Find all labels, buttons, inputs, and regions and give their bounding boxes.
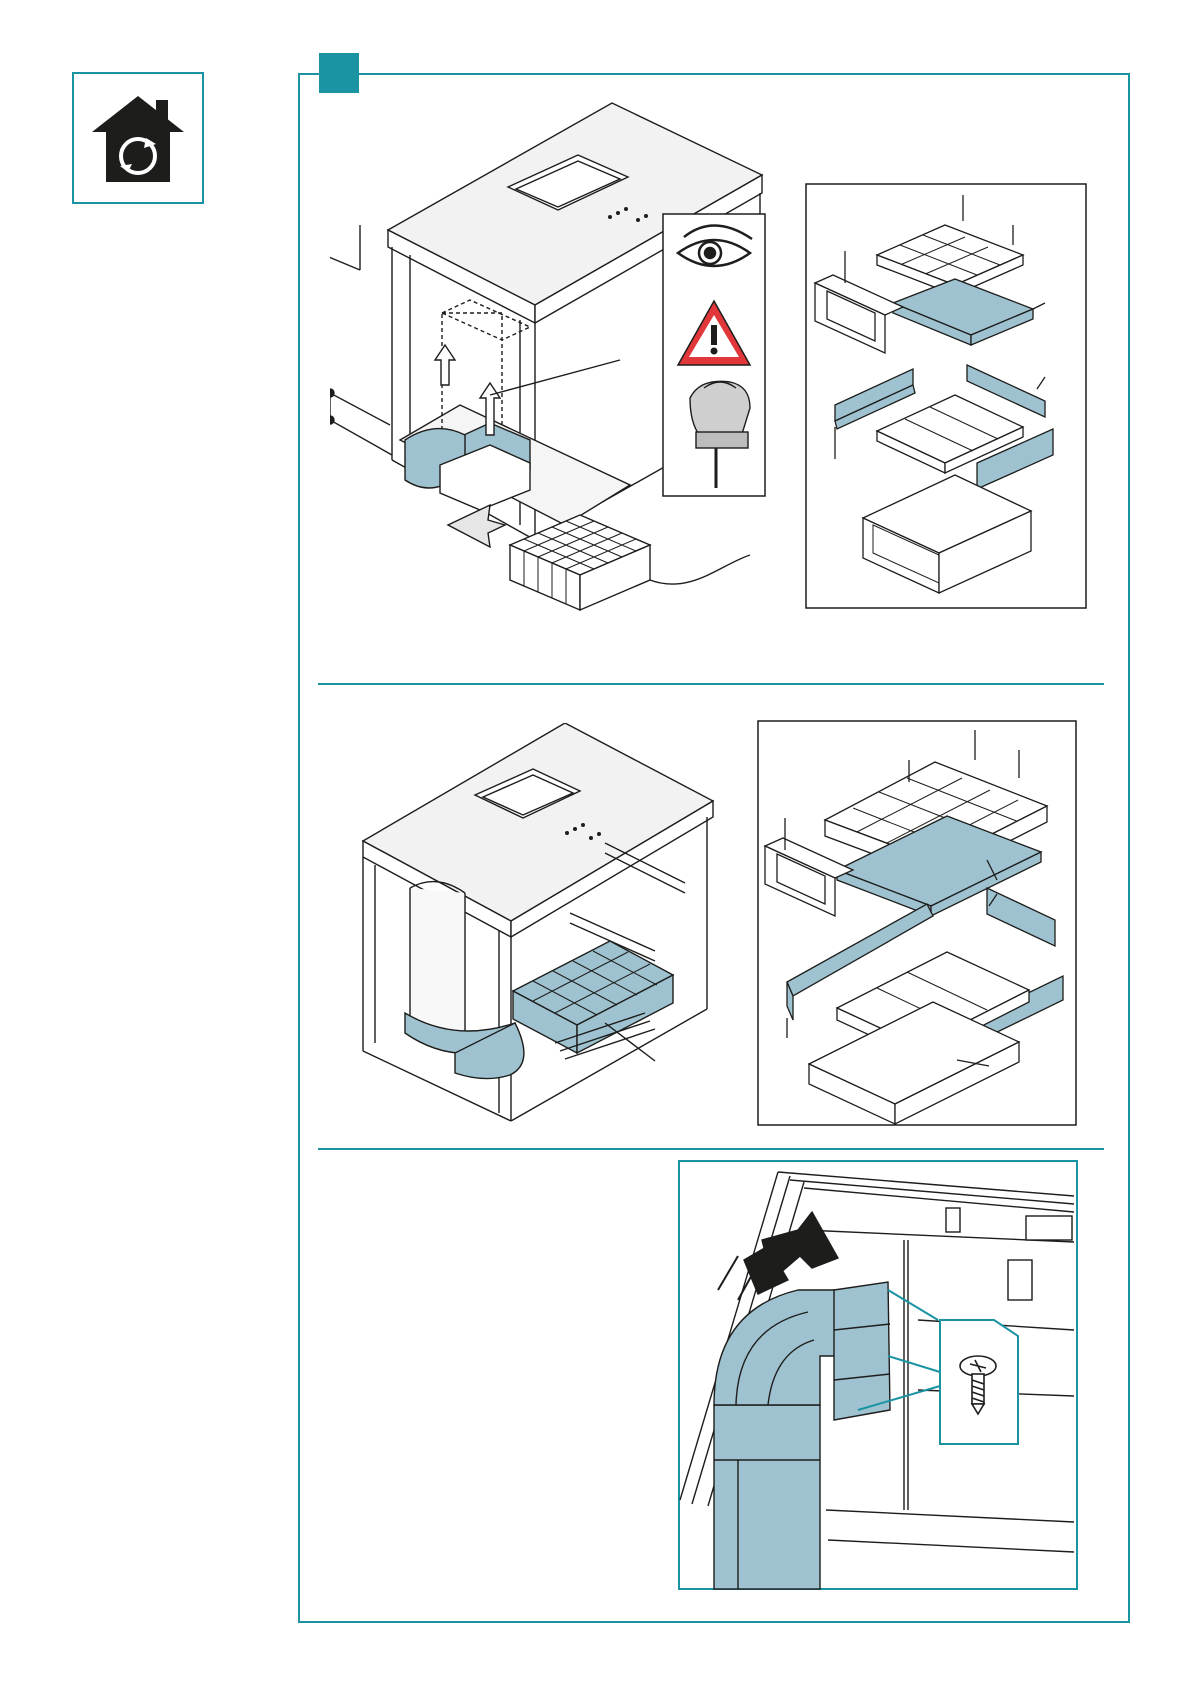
recirculation-mode-badge [72,72,204,204]
step-marker [319,53,359,93]
filter-installed-illustration [355,723,715,1123]
safety-pictogram-card [662,213,766,497]
section-divider-1 [318,683,1104,685]
filter-box-exploded-detail [805,183,1087,609]
section-divider-2 [318,1148,1104,1150]
duct-fixing-detail [678,1160,1078,1590]
wide-filter-box-exploded-detail [757,720,1077,1126]
house-recirculation-icon [72,72,204,204]
